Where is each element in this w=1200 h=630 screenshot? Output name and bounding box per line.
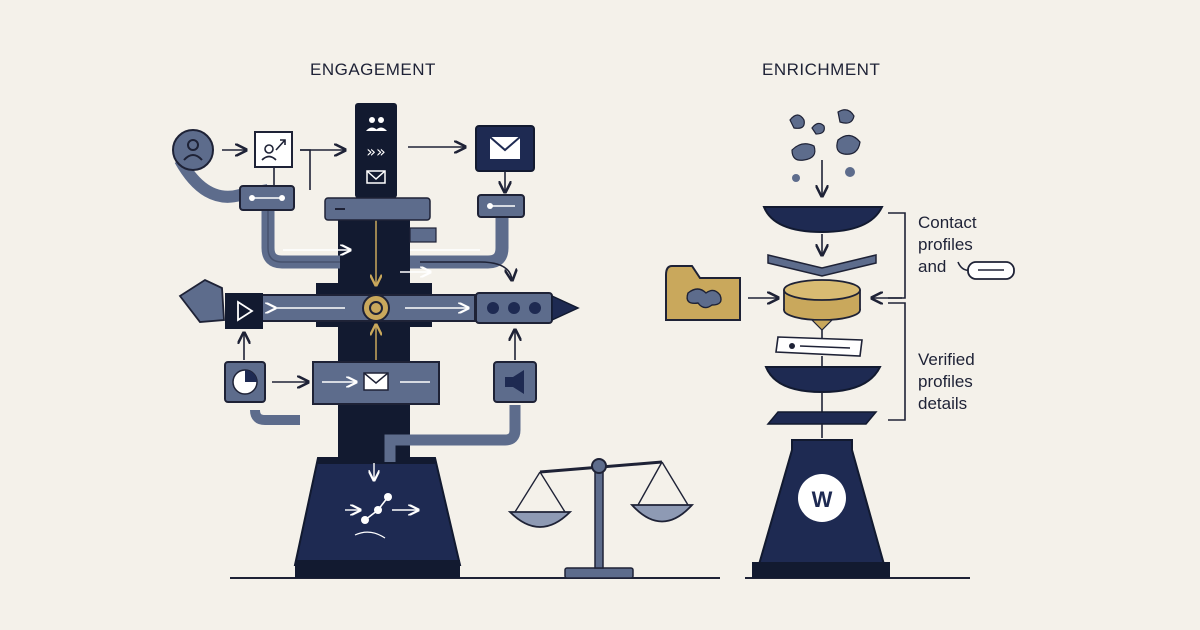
megaphone-icon (493, 361, 537, 403)
user-circle-icon (172, 129, 214, 171)
label-line: profiles (918, 235, 973, 254)
bracket-bottom (888, 302, 906, 421)
label-line: and (918, 257, 947, 276)
logo-letter: W (812, 487, 833, 512)
label-line: Verified (918, 350, 975, 369)
chevron-plate (767, 254, 877, 277)
users-icon (366, 117, 387, 131)
label-line: Contact (918, 213, 977, 232)
engagement-machine: »» (172, 103, 580, 578)
verified-profiles-label: Verified profiles details (918, 349, 975, 415)
user-arrow-icon (254, 131, 293, 168)
forward-icon: »» (366, 142, 386, 161)
folder-icon (665, 265, 741, 321)
enrichment-heading: ENRICHMENT (762, 60, 881, 79)
send-icon (225, 293, 263, 329)
mail-icon-right (475, 125, 535, 172)
gold-core (362, 294, 390, 322)
scale-icon (507, 458, 695, 579)
wing-shape (178, 278, 225, 323)
top-funnel (762, 206, 884, 234)
chat-bubble-icon (957, 261, 1015, 280)
label-line: details (918, 394, 968, 413)
central-column (338, 220, 410, 460)
enrichment-funnel: W (665, 109, 1015, 578)
bracket-top (888, 212, 906, 299)
engagement-heading: ENGAGEMENT (310, 60, 436, 79)
contact-profiles-label: Contact profiles and (918, 212, 977, 278)
lower-plate (766, 411, 878, 425)
logo-badge (798, 474, 846, 522)
data-debris (789, 109, 861, 182)
pipe-right-lower (384, 405, 521, 462)
mail-icon-top (366, 170, 386, 184)
network-icon (345, 493, 418, 539)
id-card-icon (775, 336, 863, 357)
pie-chart-icon (224, 361, 266, 403)
mail-icon-lower (363, 372, 389, 391)
pipe-left-upper (261, 205, 340, 269)
gold-disk (783, 279, 861, 331)
pipe-left-lower (250, 409, 300, 425)
lower-funnel (764, 366, 882, 394)
top-panel (355, 103, 397, 198)
label-line: profiles (918, 372, 973, 391)
upper-platform (324, 197, 431, 221)
